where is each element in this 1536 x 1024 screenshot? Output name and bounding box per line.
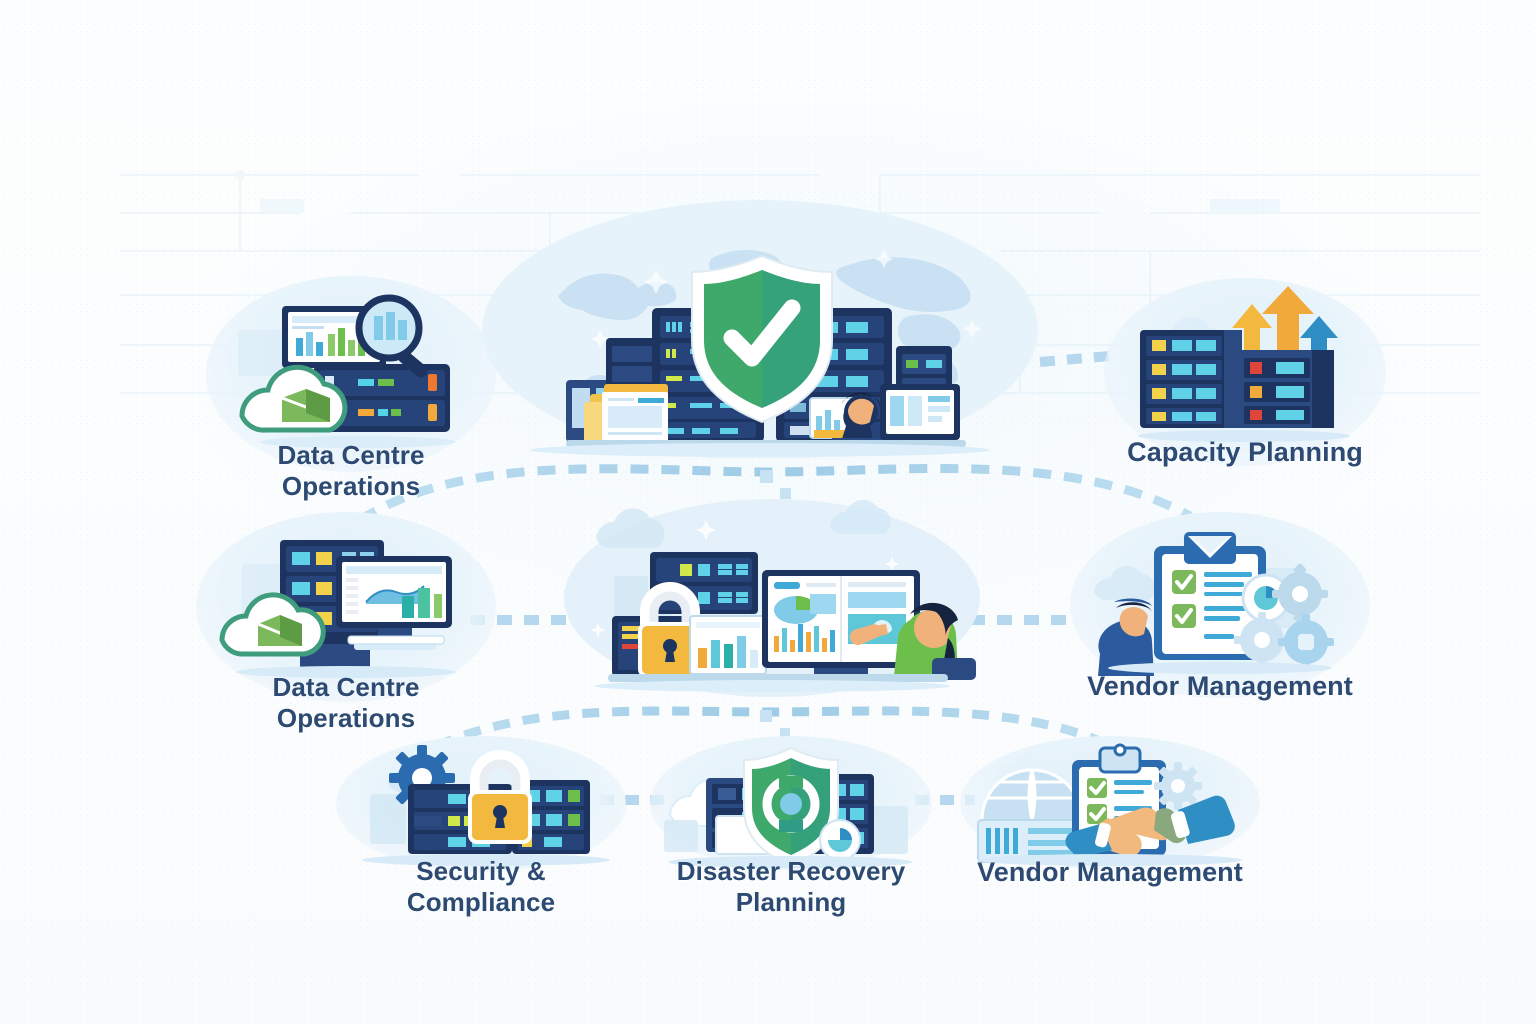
node-hub-monitoring-analytics[interactable] [562,498,982,698]
node-label: Data Centre Operations [272,672,420,734]
connector-top-right [1039,351,1111,367]
server-rack-icon [314,364,450,432]
monitoring-analytics-illustration [564,499,980,697]
checkmark-icon [1172,570,1196,628]
globe-icon [977,768,1091,863]
handshake-icon [1065,795,1235,858]
storage-box-icon [281,389,331,422]
vendor-management-mid-illustration [1094,532,1334,676]
shield-icon [743,746,839,868]
node-label: Vendor Management [1087,671,1353,701]
node-label: Capacity Planning [1127,437,1363,467]
cloud-icon [219,592,326,657]
bar-chart-icon [402,588,442,618]
recovery-sync-icon [762,775,820,833]
magnifier-icon [355,294,428,378]
node-label: Data Centre Operations [277,440,425,502]
disaster-recovery-illustration [664,746,912,868]
data-centre-operations-illustration [238,294,456,448]
gear-icon [1234,563,1334,670]
node-security-and-compliance[interactable]: Security & Compliance [336,736,626,936]
node-capacity-planning[interactable]: Capacity Planning [1104,278,1386,498]
bar-chart-icon [689,615,767,675]
node-vendor-management-mid[interactable]: Vendor Management [1070,512,1370,732]
capacity-planning-illustration [1138,286,1350,442]
node-vendor-management-bottom[interactable]: Vendor Management [960,736,1260,936]
node-label: Security & Compliance [406,856,556,918]
padlock-icon [468,750,532,844]
bar-chart-icon [774,624,835,652]
server-rack-icon [1140,330,1334,428]
node-label: Disaster Recovery Planning [676,856,906,918]
storage-box-icon [257,615,303,646]
folder-icon [584,384,668,444]
security-compliance-illustration [362,745,610,866]
node-data-centre-operations-mid[interactable]: Data Centre Operations [196,512,496,742]
person-icon [1098,598,1154,676]
monitor-icon [880,384,960,440]
document-icon [608,398,664,435]
analyst-person-icon [849,602,976,680]
cloud-icon [239,364,348,433]
bar-chart-icon [816,410,840,432]
pie-chart-icon [819,819,861,861]
dashboard-monitor-icon [762,570,920,680]
shield-check-icon [691,254,833,424]
clipboard-icon [1154,532,1266,660]
data-centre-operations-mid-illustration [219,540,456,678]
dashboard-monitor-icon [336,556,452,650]
gear-icon [1154,762,1202,810]
node-data-centre-operations-top[interactable]: Data Centre Operations [206,276,496,506]
node-disaster-recovery-planning[interactable]: Disaster Recovery Planning [650,736,932,936]
node-label: Vendor Management [977,857,1243,887]
vendor-management-bottom-illustration [977,743,1242,866]
node-hub-secure-data-centre[interactable] [480,198,1040,458]
secure-data-centre-illustration [482,200,1038,458]
